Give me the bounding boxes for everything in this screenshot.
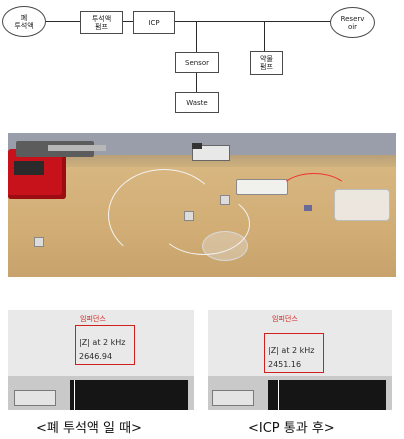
node-dialysate-pump: 투석액 펌프 [80, 11, 123, 34]
tubing [158, 193, 250, 255]
impedance-value-left: 2646.94 [79, 352, 113, 361]
screenshot-chart-left [70, 380, 188, 410]
syringe-pump-rod [48, 145, 106, 151]
impedance-highlight-box-right [264, 333, 324, 373]
node-reservoir: Reserv oir [330, 7, 375, 38]
node-icp: ICP [133, 11, 175, 34]
impedance-value-right: 2451.16 [268, 360, 302, 369]
chart-trace-left [74, 380, 105, 410]
impedance-highlight-box-left [75, 325, 135, 365]
connector-part [184, 211, 194, 221]
syringe-pump-image [8, 133, 108, 203]
measurement-screenshot-right [208, 310, 392, 410]
impedance-label-left: 임피던스 [80, 315, 106, 323]
connector-part [220, 195, 230, 205]
connector-main-line [44, 21, 334, 23]
screenshot-button-right [212, 390, 254, 406]
caption-right: <ICP 통과 후> [248, 421, 335, 436]
connector-to-sensor [196, 21, 198, 52]
syringe-pump-display [14, 161, 44, 175]
lab-setup-photo [8, 133, 396, 277]
impedance-measure-label-left: |Z| at 2 kHz [79, 338, 126, 347]
screenshot-chart-right [268, 380, 386, 410]
measurement-screenshot-left [8, 310, 194, 410]
chart-trace-right [278, 380, 309, 410]
connector-to-drug-pump [264, 21, 266, 51]
screenshot-window-right [208, 310, 392, 376]
node-drug-pump: 약물 펌프 [250, 51, 283, 75]
screenshot-window-left [8, 310, 194, 376]
caption-left: <폐 투석액 일 때> [36, 421, 142, 436]
impedance-label-right: 임피던스 [272, 315, 298, 323]
node-sensor: Sensor [175, 52, 219, 73]
connector-part [304, 205, 312, 211]
connector-part [34, 237, 44, 247]
screenshot-button-left [14, 390, 56, 406]
node-waste: Waste [175, 92, 219, 113]
tubing [278, 173, 350, 215]
tubing [108, 169, 220, 261]
connector-to-waste [196, 72, 198, 92]
impedance-measure-label-right: |Z| at 2 kHz [268, 346, 315, 355]
photo-wall-shadow [8, 155, 396, 167]
icp-chip-clip [192, 143, 202, 149]
icp-chip-image [192, 145, 230, 161]
node-waste-dialysate: 폐 투석액 [2, 6, 46, 37]
